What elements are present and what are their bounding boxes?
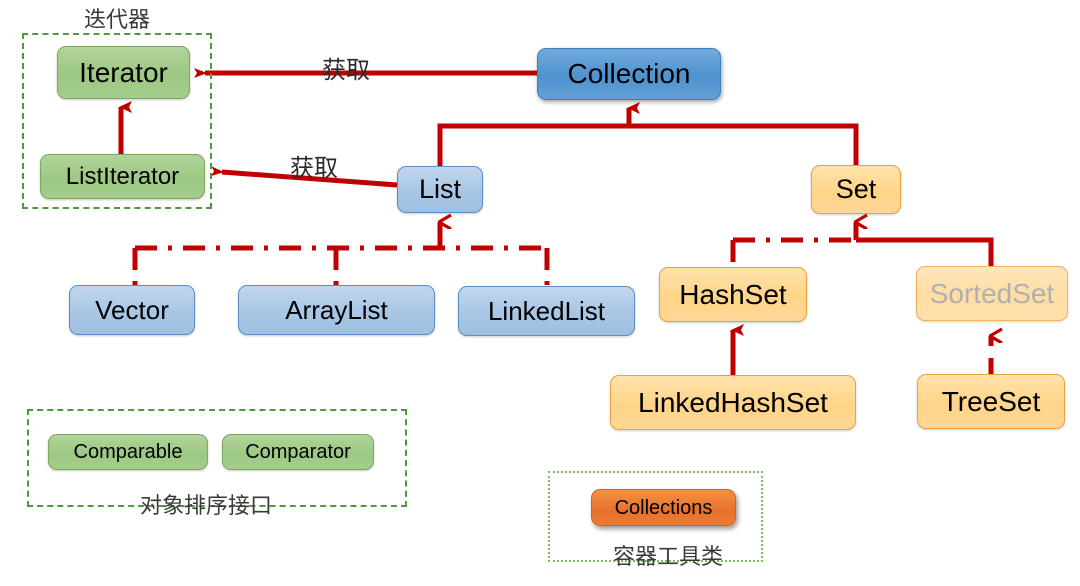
- node-sortedset[interactable]: SortedSet: [916, 266, 1068, 321]
- edge-sortedset-to-set: [856, 237, 994, 266]
- edge-listimpl-bus: [132, 245, 550, 286]
- edge-label-get-listiterator: 获取: [290, 154, 338, 182]
- node-treeset[interactable]: TreeSet: [917, 374, 1065, 429]
- node-hashset[interactable]: HashSet: [659, 267, 807, 322]
- group-label-comparator-group: 对象排序接口: [140, 494, 273, 519]
- node-list[interactable]: List: [397, 166, 483, 213]
- node-iterator[interactable]: Iterator: [57, 46, 190, 99]
- edge-list-to-collection: [437, 123, 859, 166]
- node-collections[interactable]: Collections: [591, 489, 736, 526]
- node-linkedhashset[interactable]: LinkedHashSet: [610, 375, 856, 430]
- group-frame-comparator-group: [27, 409, 407, 507]
- group-label-iterator-group: 迭代器: [84, 8, 151, 33]
- node-listiterator[interactable]: ListIterator: [40, 154, 205, 199]
- group-label-collections-group: 容器工具类: [613, 545, 724, 570]
- edge-hashset-bus: [730, 237, 856, 267]
- node-comparator[interactable]: Comparator: [222, 434, 374, 470]
- node-arraylist[interactable]: ArrayList: [238, 285, 435, 335]
- group-frame-collections-group: [548, 471, 763, 562]
- node-collection[interactable]: Collection: [537, 48, 721, 100]
- node-vector[interactable]: Vector: [69, 285, 195, 335]
- node-linkedlist[interactable]: LinkedList: [458, 286, 635, 336]
- node-set[interactable]: Set: [811, 165, 901, 214]
- group-frame-iterator-group: [22, 33, 212, 209]
- edge-label-get-iterator: 获取: [322, 56, 370, 84]
- node-comparable[interactable]: Comparable: [48, 434, 208, 470]
